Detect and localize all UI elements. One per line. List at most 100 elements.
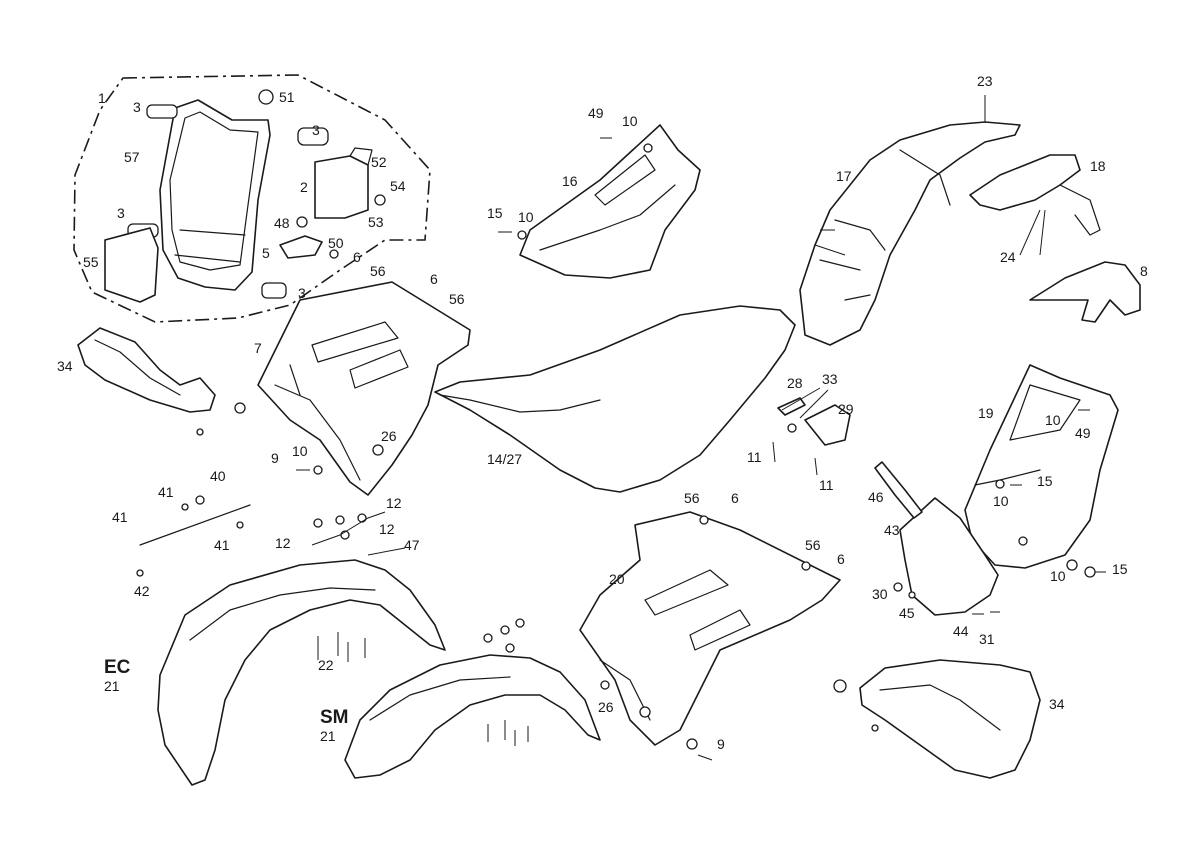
callout-55: 55 [83,254,99,270]
seat [434,305,796,493]
callout-10d: 10 [1045,412,1061,428]
callout-5: 5 [262,245,270,261]
mud-guard-8 [1029,261,1141,323]
callout-labels: 1 2 3 3 3 3 5 6 6 6 6 7 8 9 9 10 10 10 1… [57,73,1148,752]
callout-56b: 56 [449,291,465,307]
callout-28: 28 [787,375,803,391]
strip-46 [874,461,923,519]
callout-17: 17 [836,168,852,184]
callout-50: 50 [328,235,344,251]
screw-11a [772,441,776,463]
grommet-26-left [372,444,384,456]
callout-41a: 41 [158,484,174,500]
callout-26a: 26 [381,428,397,444]
callout-29: 29 [838,401,854,417]
rubber-band-3a [297,127,329,146]
variant-ec-code: EC [104,657,131,678]
callout-41c: 41 [214,537,230,553]
callout-12c: 12 [275,535,291,551]
callout-3a: 3 [133,99,141,115]
headlight-mask [159,99,271,291]
radiator-spoiler-right [579,511,841,746]
spacer-10-left [313,465,323,475]
callout-10b: 10 [622,113,638,129]
screw-50 [329,249,339,259]
callout-3b: 3 [312,122,320,138]
side-number-plate [964,364,1119,569]
headlight-kit-boundary [73,74,431,323]
washer-48 [296,216,308,228]
callout-2: 2 [300,179,308,195]
callout-16: 16 [562,173,578,189]
rear-fender [799,121,1021,346]
callout-12b: 12 [379,521,395,537]
callout-8: 8 [1140,263,1148,279]
callout-57: 57 [124,149,140,165]
callout-51: 51 [279,89,295,105]
seat-bracket-29 [804,404,851,446]
callout-22: 22 [318,657,334,673]
callout-10c: 10 [518,209,534,225]
callout-11b: 11 [819,477,834,493]
headlight-kit-group [73,74,431,323]
callout-1: 1 [98,90,106,106]
callout-24: 24 [1000,249,1016,265]
radiator-spoiler-left [257,281,471,496]
callout-26b: 26 [598,699,614,715]
number-plate [314,155,369,219]
callout-6b: 6 [430,271,438,287]
callout-54: 54 [390,178,406,194]
hand-guard-right [859,659,1041,779]
screw-11b [814,457,818,476]
callout-18: 18 [1090,158,1106,174]
callout-6a: 6 [353,249,361,265]
callout-15a: 15 [487,205,503,221]
callout-53: 53 [368,214,384,230]
callout-46: 46 [868,489,884,505]
variant-sm: SM 21 [320,707,349,744]
callout-56a: 56 [370,263,386,279]
callout-40: 40 [210,468,226,484]
callout-34b: 34 [1049,696,1065,712]
variant-sm-part: 21 [320,728,336,744]
variant-ec-part: 21 [104,678,120,694]
callout-3d: 3 [298,285,306,301]
callout-45: 45 [899,605,915,621]
callout-19: 19 [978,405,994,421]
callout-15b: 15 [1037,473,1053,489]
callout-15c: 15 [1112,561,1128,577]
callout-34a: 34 [57,358,73,374]
callout-47: 47 [404,537,420,553]
hand-guard-left [77,327,216,413]
callout-12a: 12 [386,495,402,511]
callout-48: 48 [274,215,290,231]
rubber-band-3b [146,104,178,119]
cable-guide-5 [279,235,323,259]
callout-10e: 10 [993,493,1009,509]
rear-mudflap [969,154,1081,211]
callout-14-27: 14/27 [487,451,522,467]
callout-9a: 9 [271,450,279,466]
variant-sm-code: SM [320,707,349,728]
callout-52: 52 [371,154,387,170]
callout-43: 43 [884,522,900,538]
grommet-51 [258,89,274,105]
callout-49a: 49 [588,105,604,121]
callout-20: 20 [609,571,625,587]
callout-41b: 41 [112,509,128,525]
callout-42: 42 [134,583,150,599]
variant-ec: EC 21 [104,657,131,694]
rubber-band-3d [261,282,287,299]
nut-53 [374,194,386,206]
callout-9b: 9 [717,736,725,752]
callout-49b: 49 [1075,425,1091,441]
seat-bracket-28 [777,397,806,416]
callout-10a: 10 [292,443,308,459]
air-box-cover [899,497,999,616]
callout-11a: 11 [747,449,762,465]
callout-6d: 6 [837,551,845,567]
cover-55 [104,227,159,303]
callout-56d: 56 [805,537,821,553]
callout-33: 33 [822,371,838,387]
